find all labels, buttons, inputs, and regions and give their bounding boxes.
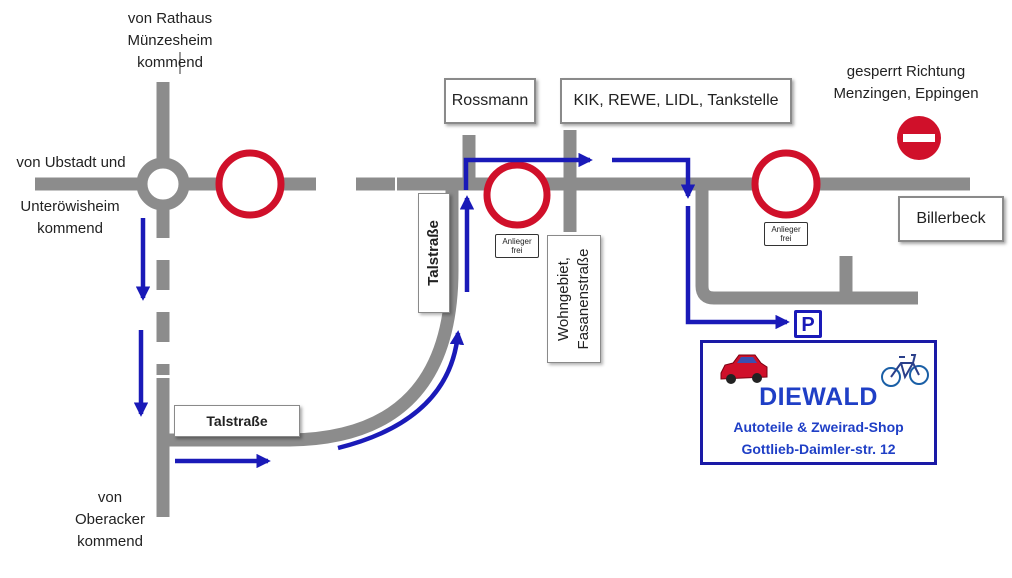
anlieger-frei-sign: Anlieger frei	[495, 234, 539, 258]
shop-name: DIEWALD	[759, 383, 878, 411]
origin-south-line: Oberacker	[74, 511, 146, 528]
bicycle-icon	[881, 354, 929, 387]
origin-west-line: kommend	[37, 220, 103, 237]
street-label: Wohngebiet, Fasanenstraße	[554, 249, 594, 350]
landmark-rossmann: Rossmann	[444, 78, 536, 124]
route-arrow	[612, 157, 696, 199]
closed-direction-line: Menzingen, Eppingen	[833, 85, 979, 102]
street-fasanen: Wohngebiet, Fasanenstraße	[547, 235, 601, 363]
route-arrows	[133, 152, 790, 469]
origin-north: von Rathaus Münzesheim kommend	[105, 8, 235, 74]
parking-label: P	[801, 314, 814, 336]
closed-direction-line: gesperrt Richtung	[846, 63, 966, 80]
landmark-billerbeck: Billerbeck	[898, 196, 1004, 242]
origin-south-line: kommend	[77, 533, 143, 550]
street-talstrasse-horizontal: Talstraße	[174, 405, 300, 437]
origin-west-line: von Ubstadt und	[16, 154, 126, 171]
parking-icon: P	[794, 310, 822, 338]
street-label: Talstraße	[425, 220, 442, 286]
origin-south-line: von	[97, 489, 123, 506]
origin-west-lines: Unteröwisheim kommend	[6, 196, 134, 240]
origin-south: von Oberacker kommend	[50, 487, 170, 553]
shop-tagline: Autoteile & Zweirad-Shop	[733, 419, 904, 435]
shop-address: Gottlieb-Daimler-str. 12	[741, 441, 896, 457]
street-label-line: Fasanenstraße	[575, 248, 592, 350]
street-label-line: Wohngebiet,	[555, 257, 572, 341]
origin-north-line: von Rathaus	[127, 10, 213, 27]
origin-west-line: Unteröwisheim	[20, 198, 120, 215]
prohibition-sign-icon	[483, 161, 551, 229]
origin-west-line1: von Ubstadt und	[8, 152, 134, 174]
route-arrow	[463, 152, 593, 190]
billerbeck-loop	[695, 184, 918, 305]
route-arrow	[685, 206, 790, 330]
talstrasse-curve	[163, 184, 459, 447]
no-entry-icon	[897, 116, 941, 160]
closed-direction: gesperrt Richtung Menzingen, Eppingen	[818, 61, 994, 105]
shop-box: DIEWALD Autoteile & Zweirad-Shop Gottlie…	[700, 340, 937, 465]
landmark-shops: KIK, REWE, LIDL, Tankstelle	[560, 78, 792, 124]
roundabout-icon	[136, 157, 190, 211]
route-arrow	[337, 330, 465, 451]
origin-north-line: kommend	[137, 54, 203, 71]
car-icon	[720, 354, 768, 384]
prohibition-sign-icon	[751, 149, 821, 219]
origin-north-line: Münzesheim	[127, 32, 213, 49]
street-talstrasse-vertical: Talstraße	[418, 193, 450, 313]
prohibition-sign-icon	[215, 149, 285, 219]
anlieger-frei-sign: Anlieger frei	[764, 222, 808, 246]
